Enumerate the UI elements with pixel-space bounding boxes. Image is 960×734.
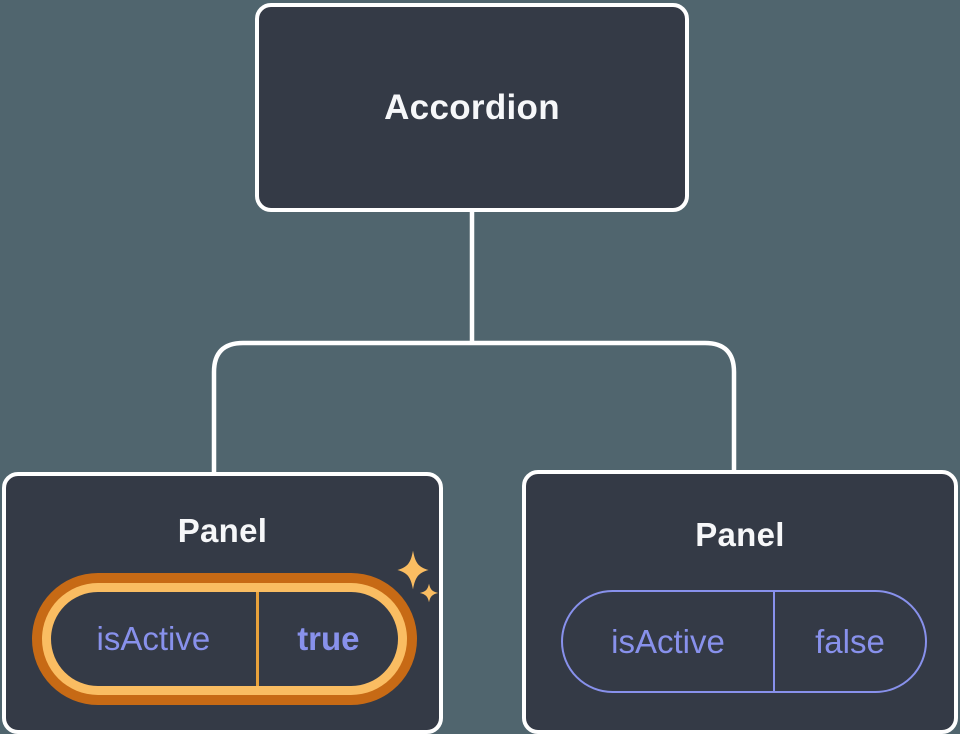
state-pill-inactive: isActive false xyxy=(561,590,927,693)
panel-node-label: Panel xyxy=(695,516,785,553)
state-pill-active: isActive true xyxy=(32,573,417,705)
connector-branch xyxy=(211,340,737,474)
sparkles-icon xyxy=(397,550,439,603)
prop-name-label: isActive xyxy=(611,622,725,660)
prop-value-label: true xyxy=(297,620,360,657)
panel-node-inactive: Panel isActive false xyxy=(522,470,958,734)
prop-value-label: false xyxy=(815,622,885,660)
state-pill-glow-ring: isActive true xyxy=(42,583,407,695)
accordion-node-label: Accordion xyxy=(384,87,560,127)
prop-name-label: isActive xyxy=(96,620,211,657)
state-pill-body: isActive true xyxy=(51,592,398,686)
accordion-node: Accordion xyxy=(255,3,689,212)
pill-divider xyxy=(255,592,259,686)
sparkle-small xyxy=(419,583,439,603)
pill-divider xyxy=(772,592,775,691)
sparkle-large xyxy=(397,550,429,590)
panel-node-active: Panel isActive true xyxy=(2,472,443,734)
panel-node-label: Panel xyxy=(177,512,268,549)
